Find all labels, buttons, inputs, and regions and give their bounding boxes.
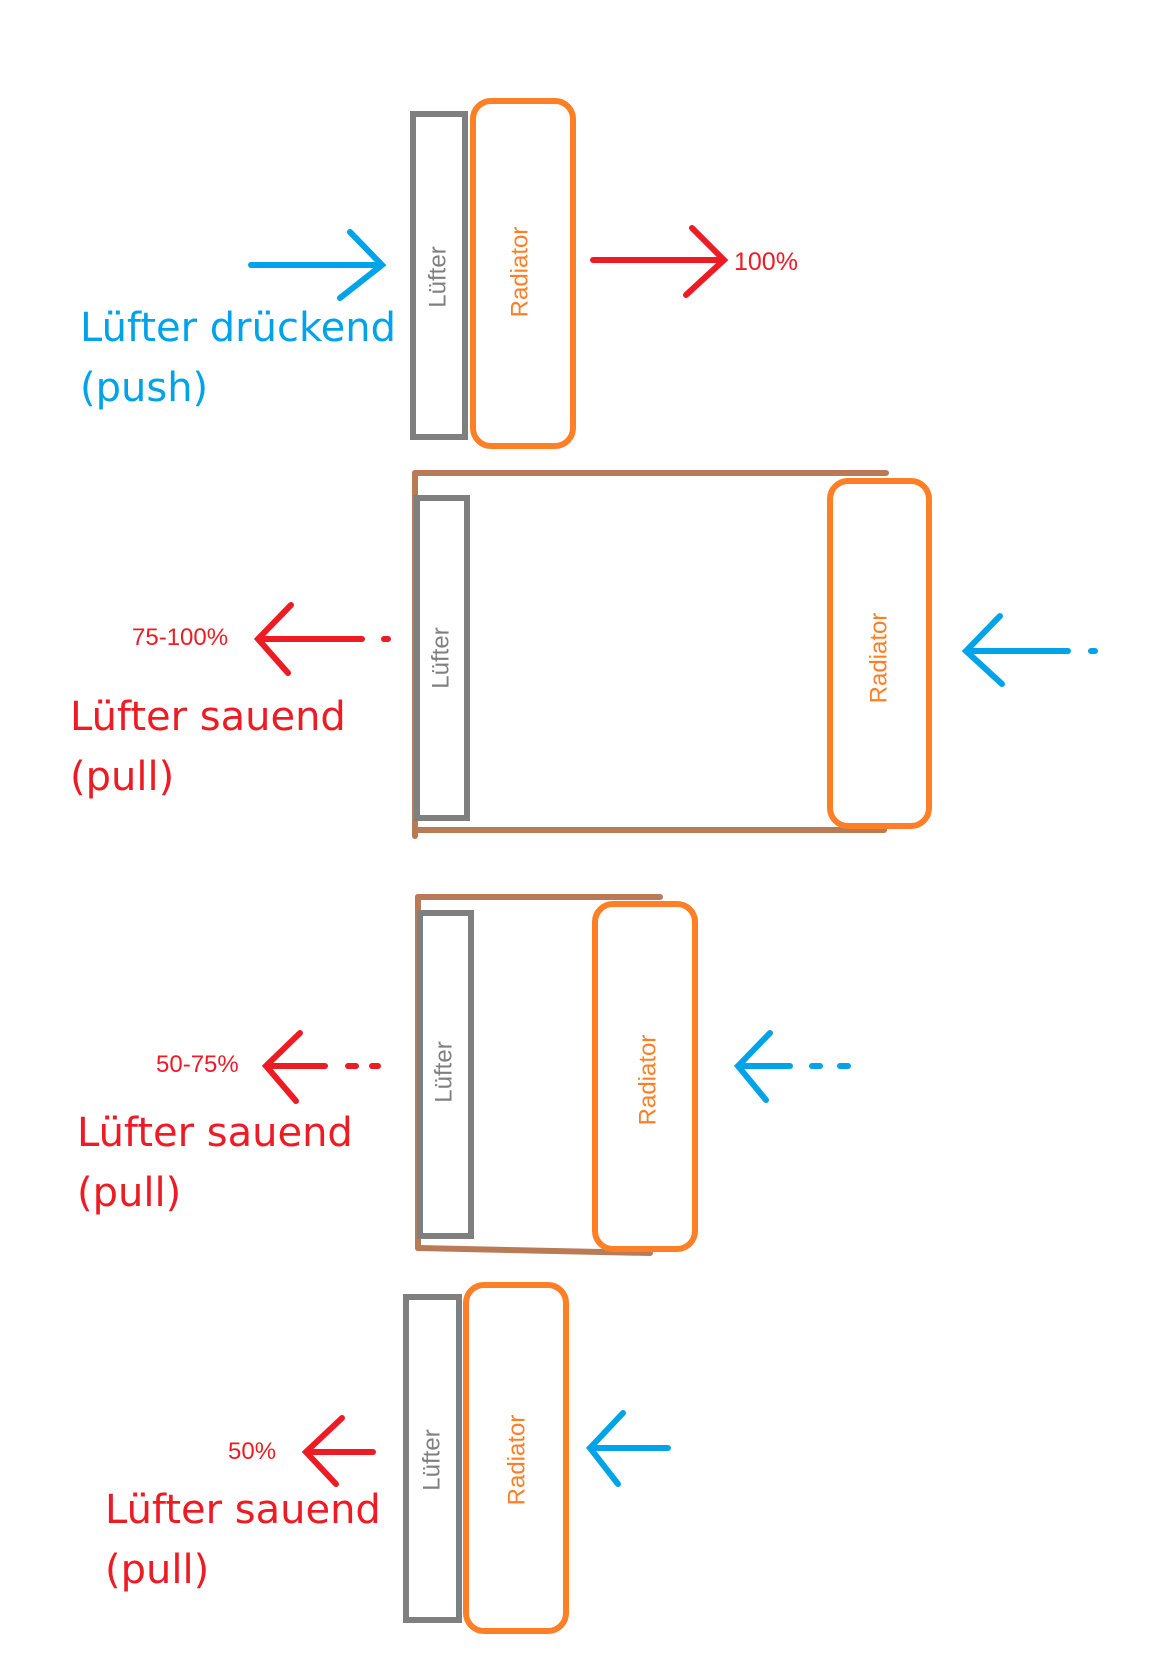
- mode-label-line2: (pull): [77, 1170, 181, 1216]
- fan-label: Lüfter: [427, 627, 454, 688]
- radiator-label: Radiator: [506, 227, 533, 318]
- radiator-label: Radiator: [865, 613, 892, 704]
- radiator-box: [463, 1282, 569, 1634]
- radiator-label: Radiator: [503, 1415, 530, 1506]
- fan-box: [410, 111, 468, 440]
- fan-box: [414, 495, 470, 821]
- mode-label-line2: (pull): [105, 1547, 209, 1593]
- airflow-percent: 50-75%: [156, 1051, 239, 1078]
- exhaust-arrow: [590, 225, 729, 298]
- panel-push: Lüfter Radiator 100% Lüfter drückend (pu…: [80, 98, 798, 449]
- intake-arrow: [586, 1410, 671, 1487]
- mode-label-line1: Lüfter drückend: [80, 305, 396, 351]
- fan-label: Lüfter: [424, 246, 451, 307]
- exhaust-arrow: [253, 602, 391, 676]
- panel-pull-short-shroud: Lüfter Radiator 50-75% Lüfter sauend (pu…: [77, 894, 851, 1256]
- panel-pull-long-shroud: Lüfter Radiator 75-100% Lüfter sauend (p…: [70, 470, 1098, 839]
- panel-pull-no-shroud: Lüfter Radiator 50% Lüfter sauend (pull): [105, 1282, 671, 1634]
- intake-arrow: [248, 229, 387, 301]
- mode-label-line1: Lüfter sauend: [105, 1487, 381, 1533]
- exhaust-arrow: [301, 1415, 376, 1487]
- mode-label-line1: Lüfter sauend: [70, 694, 346, 740]
- fan-label: Lüfter: [430, 1041, 457, 1102]
- fan-label: Lüfter: [418, 1429, 445, 1490]
- mode-label-line2: (pull): [70, 754, 174, 800]
- fan-box: [417, 910, 474, 1239]
- airflow-percent: 100%: [734, 248, 798, 276]
- radiator-box: [470, 98, 576, 449]
- mode-label-line1: Lüfter sauend: [77, 1110, 353, 1156]
- radiator-box: [592, 901, 698, 1252]
- exhaust-arrow: [261, 1030, 381, 1104]
- mode-label-line2: (push): [80, 365, 208, 411]
- intake-arrow: [961, 613, 1098, 687]
- shroud: [412, 470, 889, 839]
- radiator-label: Radiator: [634, 1035, 661, 1126]
- intake-arrow: [733, 1030, 851, 1103]
- fan-box: [403, 1294, 462, 1623]
- airflow-percent: 50%: [228, 1438, 276, 1465]
- radiator-box: [827, 478, 932, 829]
- airflow-percent: 75-100%: [132, 624, 228, 651]
